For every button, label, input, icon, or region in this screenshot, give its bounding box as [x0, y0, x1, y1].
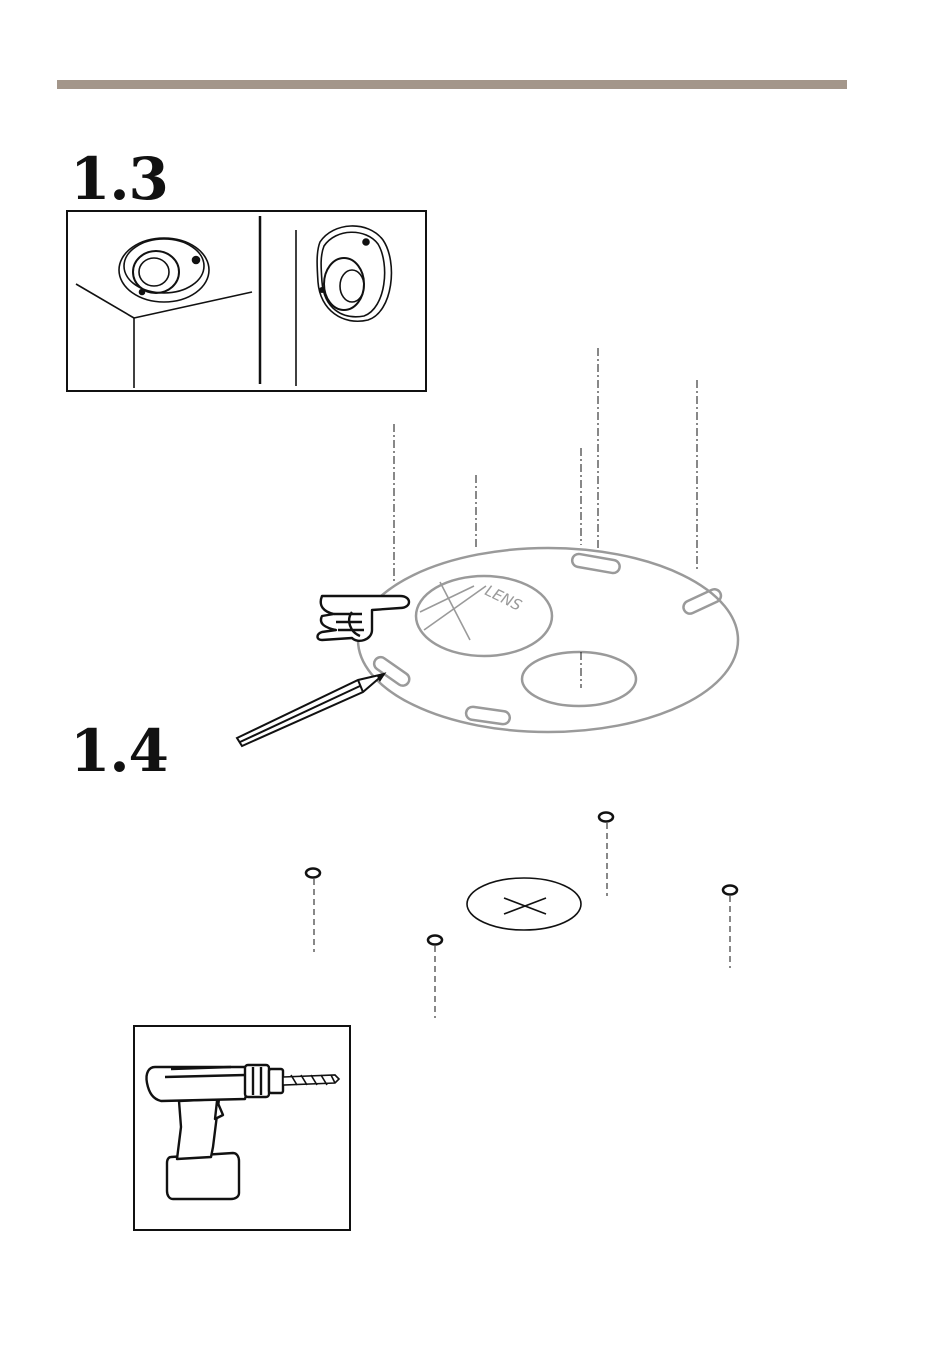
drill-guide-lines	[314, 823, 730, 1018]
drill-panel	[133, 1025, 351, 1231]
pencil-icon	[237, 674, 384, 746]
lens-label: LENS	[482, 582, 525, 615]
pointing-hand-icon	[318, 596, 410, 641]
drill-template	[358, 548, 738, 732]
cable-hole-icon	[467, 878, 581, 930]
lens-marker	[416, 576, 552, 656]
power-drill-icon	[135, 1027, 349, 1229]
